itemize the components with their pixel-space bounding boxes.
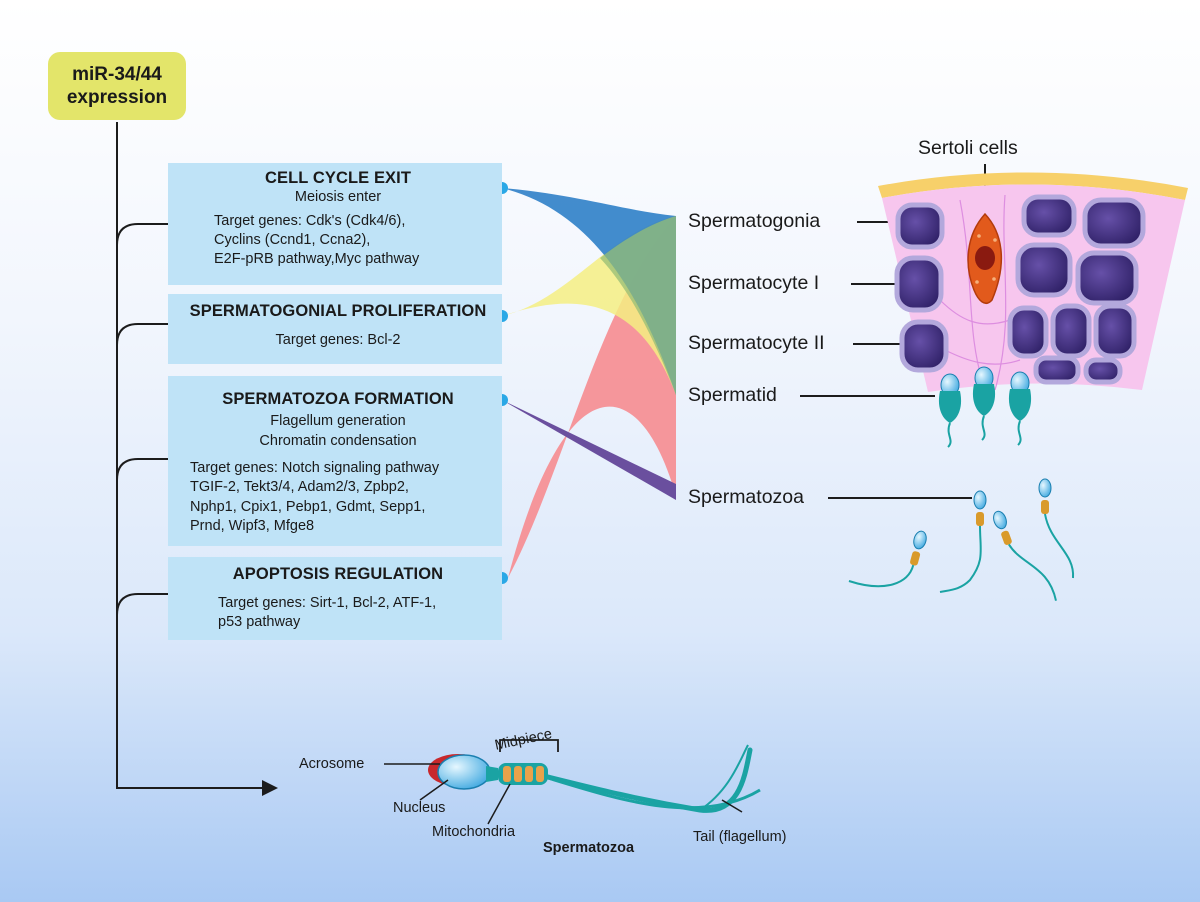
process-spermatogonial-proliferation: SPERMATOGONIAL PROLIFERATION Target gene… bbox=[168, 294, 502, 364]
stage-spermatozoa: Spermatozoa bbox=[688, 486, 804, 508]
gene-line: Cyclins (Ccnd1, Ccna2), bbox=[214, 231, 371, 248]
process-subtitle: Flagellum generation bbox=[270, 413, 406, 429]
root-line-1: miR-34/44 bbox=[72, 63, 162, 85]
label-acrosome: Acrosome bbox=[299, 756, 365, 772]
spermatozoon-diagram bbox=[384, 739, 761, 825]
label-nucleus: Nucleus bbox=[393, 800, 446, 816]
label-mitochondria: Mitochondria bbox=[432, 824, 516, 840]
target-genes: Target genes: Sirt-1, Bcl-2, ATF-1, p53 … bbox=[186, 594, 490, 633]
stage-spermatocyte-i: Spermatocyte I bbox=[688, 272, 820, 294]
spermatids bbox=[938, 366, 1032, 448]
stage-spermatid: Spermatid bbox=[688, 384, 777, 406]
root-line-2: expression bbox=[66, 87, 168, 108]
gene-line: Nphp1, Cpix1, Pebp1, Gdmt, Sepp1, bbox=[190, 498, 426, 515]
process-title: SPERMATOGONIAL PROLIFERATION bbox=[189, 302, 487, 320]
process-cell-cycle-exit: CELL CYCLE EXIT Meiosis enter Target gen… bbox=[168, 163, 502, 285]
stage-spermatocyte-ii: Spermatocyte II bbox=[688, 332, 825, 354]
gene-line: Target genes: Notch signaling pathway bbox=[190, 460, 440, 477]
gene-line: Target genes: Sirt-1, Bcl-2, ATF-1, bbox=[218, 595, 437, 611]
sertoli-cell bbox=[967, 212, 1003, 304]
target-genes: Target genes: Notch signaling pathway TG… bbox=[186, 459, 490, 536]
arrow-head bbox=[262, 780, 278, 796]
process-apoptosis-regulation: APOPTOSIS REGULATION Target genes: Sirt-… bbox=[168, 557, 502, 640]
gene-line: Target genes: Cdk's (Cdk4/6), bbox=[214, 212, 406, 229]
basal-lamina bbox=[878, 172, 1188, 200]
flow-formation bbox=[502, 400, 676, 500]
gene-line: Prnd, Wipf3, Mfge8 bbox=[190, 517, 315, 534]
process-title: CELL CYCLE EXIT bbox=[264, 169, 412, 187]
gene-line: E2F-pRB pathway,Myc pathway bbox=[214, 251, 420, 268]
gene-line: TGIF-2, Tekt3/4, Adam2/3, Zpbp2, bbox=[190, 479, 409, 496]
process-subtitle: Meiosis enter bbox=[294, 189, 382, 205]
label-tail: Tail (flagellum) bbox=[693, 829, 787, 845]
free-spermatozoa bbox=[848, 478, 1075, 601]
tree-connector bbox=[116, 122, 262, 789]
seminiferous-section bbox=[878, 172, 1188, 448]
process-subtitle: Chromatin condensation bbox=[259, 432, 417, 449]
process-title: APOPTOSIS REGULATION bbox=[232, 565, 444, 583]
flow-ribbons bbox=[502, 188, 676, 578]
gene-line: p53 pathway bbox=[218, 614, 301, 631]
process-title: SPERMATOZOA FORMATION bbox=[222, 390, 454, 408]
process-spermatozoa-formation: SPERMATOZOA FORMATION Flagellum generati… bbox=[168, 376, 502, 546]
spermatozoa-caption: Spermatozoa bbox=[543, 840, 635, 856]
stage-spermatogonia: Spermatogonia bbox=[688, 210, 821, 232]
target-genes: Target genes: Bcl-2 bbox=[275, 332, 401, 348]
germ-cells bbox=[894, 194, 1146, 385]
sertoli-cells-label: Sertoli cells bbox=[918, 137, 1018, 159]
flow-overlap bbox=[600, 216, 676, 395]
target-genes: Target genes: Cdk's (Cdk4/6), Cyclins (C… bbox=[186, 212, 490, 270]
